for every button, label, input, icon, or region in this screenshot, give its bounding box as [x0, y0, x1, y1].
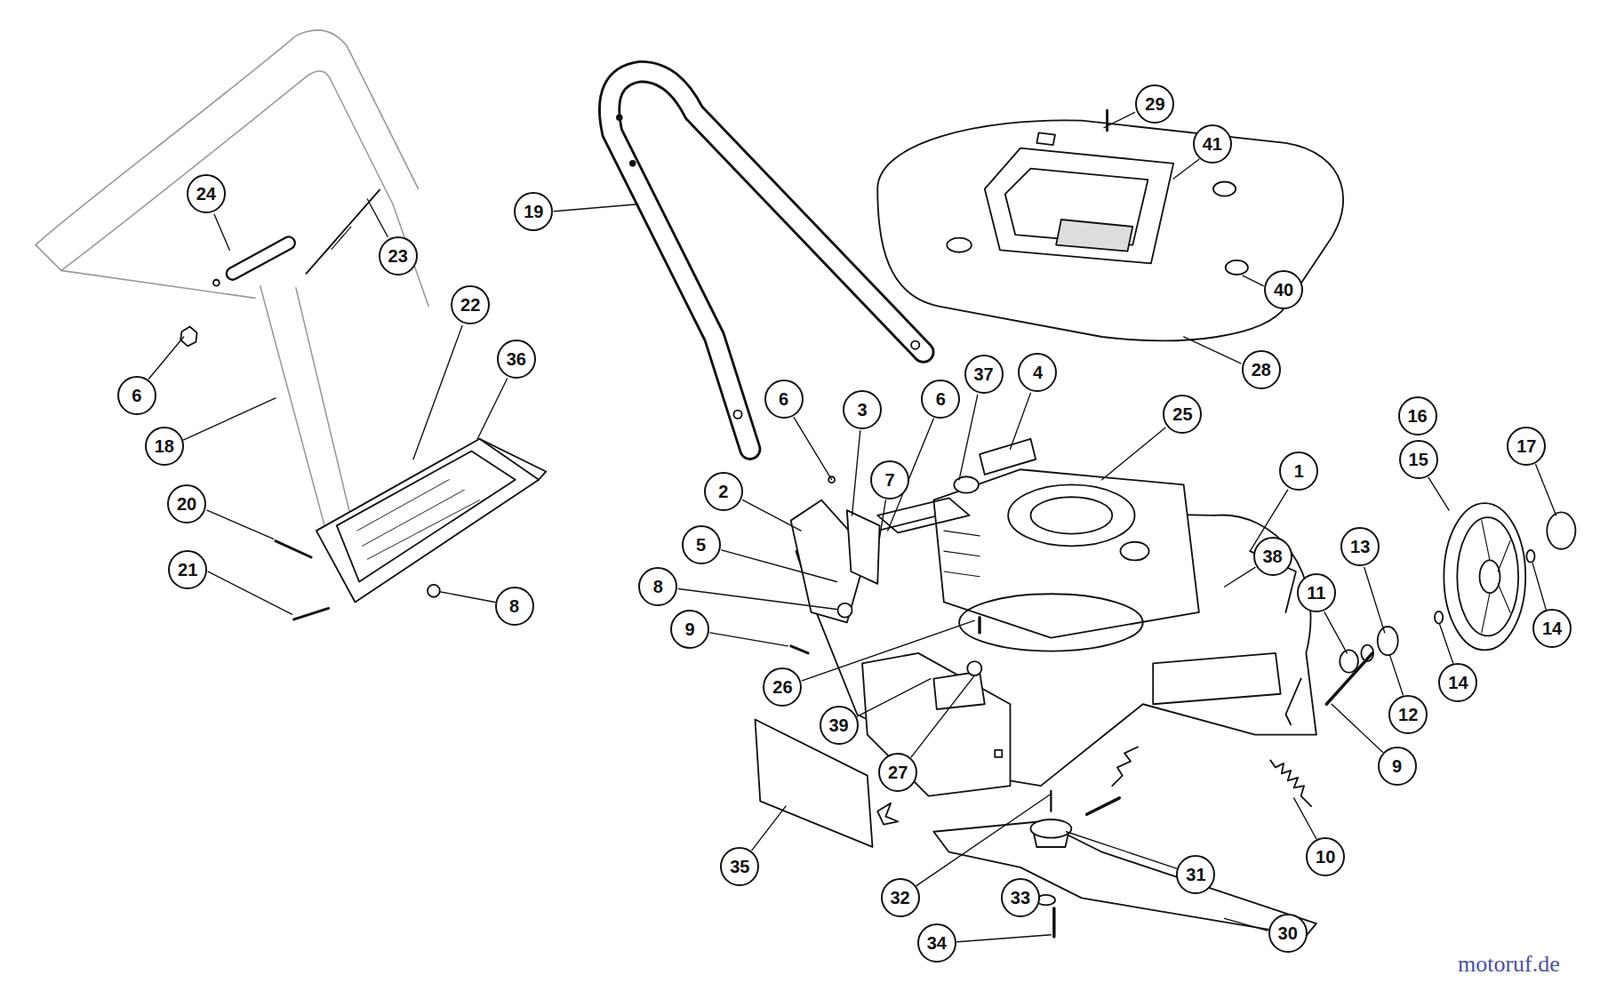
callout-number: 4 [1032, 363, 1043, 382]
callout-number: 20 [176, 495, 197, 513]
callout-number: 10 [1315, 848, 1336, 866]
callout-number: 15 [1408, 450, 1429, 469]
callout-circle: 8 [638, 567, 678, 607]
callout-number: 34 [927, 934, 947, 952]
callout-circle: 38 [1253, 536, 1293, 576]
callout-number: 32 [889, 888, 910, 907]
callout-number: 8 [653, 577, 664, 596]
callout-number: 30 [1278, 924, 1298, 943]
callout-circle: 36 [496, 339, 536, 379]
callout-number: 25 [1172, 405, 1192, 424]
callout-circle: 33 [1000, 878, 1040, 918]
callout-number: 14 [1542, 619, 1562, 638]
callout-circle: 11 [1296, 573, 1336, 613]
callout-number: 13 [1350, 537, 1370, 556]
callout-number: 14 [1448, 673, 1468, 692]
callout-number: 21 [177, 560, 198, 579]
callout-circle: 18 [144, 426, 184, 466]
callout-circle: 17 [1506, 426, 1546, 466]
callout-circle: 24 [186, 174, 226, 214]
callout-circle: 16 [1398, 396, 1438, 436]
callout-circle: 5 [681, 525, 721, 565]
callout-circle: 14 [1532, 608, 1572, 648]
callout-circle: 35 [720, 847, 760, 887]
callout-circle: 12 [1388, 695, 1428, 735]
callout-number: 36 [506, 350, 527, 368]
callout-number: 29 [1144, 95, 1165, 113]
callout-number: 24 [196, 184, 216, 203]
callout-circle: 6 [920, 379, 960, 419]
callout-number: 16 [1407, 407, 1427, 425]
callout-number: 9 [1392, 757, 1402, 776]
callout-number: 41 [1202, 135, 1223, 153]
callout-circle: 37 [964, 354, 1004, 394]
callout-number: 22 [460, 296, 480, 314]
callout-circle: 29 [1135, 84, 1175, 124]
callout-number: 39 [828, 716, 848, 735]
callout-number: 33 [1010, 888, 1031, 907]
callout-circle: 13 [1340, 527, 1380, 567]
callout-number: 18 [154, 437, 175, 456]
callout-circle: 31 [1176, 855, 1216, 895]
callout-circle: 9 [670, 609, 710, 649]
callout-number: 37 [974, 365, 994, 384]
callout-circle: 3 [842, 390, 882, 430]
callout-number: 1 [1294, 462, 1304, 480]
callout-number: 6 [936, 390, 946, 408]
callout-circle: 6 [764, 379, 804, 419]
callout-number: 7 [884, 471, 895, 489]
callout-circle: 23 [378, 236, 418, 276]
callout-circle: 20 [167, 484, 207, 524]
callout-number: 38 [1262, 547, 1282, 566]
callout-number: 27 [888, 763, 908, 782]
callout-circle: 8 [495, 586, 535, 626]
watermark: motoruf.de [1457, 951, 1560, 978]
callout-number: 8 [509, 597, 520, 616]
callout-number: 6 [778, 390, 789, 408]
callout-circle: 40 [1264, 270, 1304, 310]
callout-circle: 27 [878, 752, 918, 792]
callout-number: 5 [696, 536, 706, 554]
callout-circle: 39 [819, 705, 859, 745]
callout-circle: 30 [1268, 913, 1308, 953]
callout-circle: 15 [1399, 440, 1439, 480]
callout-circle: 14 [1438, 663, 1478, 703]
callout-circle: 19 [513, 192, 553, 232]
callout-circle: 26 [762, 667, 802, 707]
callout-circle: 28 [1241, 350, 1281, 390]
callout-number: 23 [388, 247, 408, 265]
callout-number: 12 [1398, 705, 1418, 724]
callout-number: 6 [131, 386, 142, 405]
callout-circle: 41 [1192, 124, 1232, 164]
callout-number: 35 [729, 857, 750, 876]
callout-number: 3 [856, 400, 867, 419]
callout-circle: 1 [1279, 451, 1319, 491]
callout-number: 2 [718, 482, 728, 501]
callout-number: 31 [1185, 865, 1206, 884]
callout-number: 11 [1306, 584, 1326, 602]
callout-circle: 7 [870, 460, 910, 500]
callout-circle: 4 [1017, 352, 1057, 392]
callout-circle: 6 [117, 376, 157, 416]
callout-circle: 2 [704, 472, 744, 512]
callout-number: 26 [772, 678, 792, 696]
callout-circle: 10 [1305, 837, 1345, 877]
callout-number: 40 [1273, 280, 1294, 299]
callout-circle: 21 [168, 550, 208, 590]
callout-circle: 34 [917, 923, 957, 963]
callout-circle: 9 [1377, 746, 1417, 786]
callout-number: 28 [1251, 360, 1272, 379]
callout-circle: 22 [450, 285, 490, 325]
callout-number: 17 [1516, 437, 1536, 456]
callout-circle: 32 [880, 878, 920, 918]
callout-number: 9 [684, 620, 695, 639]
callout-number: 19 [523, 202, 544, 221]
callout-circle: 25 [1162, 394, 1202, 434]
